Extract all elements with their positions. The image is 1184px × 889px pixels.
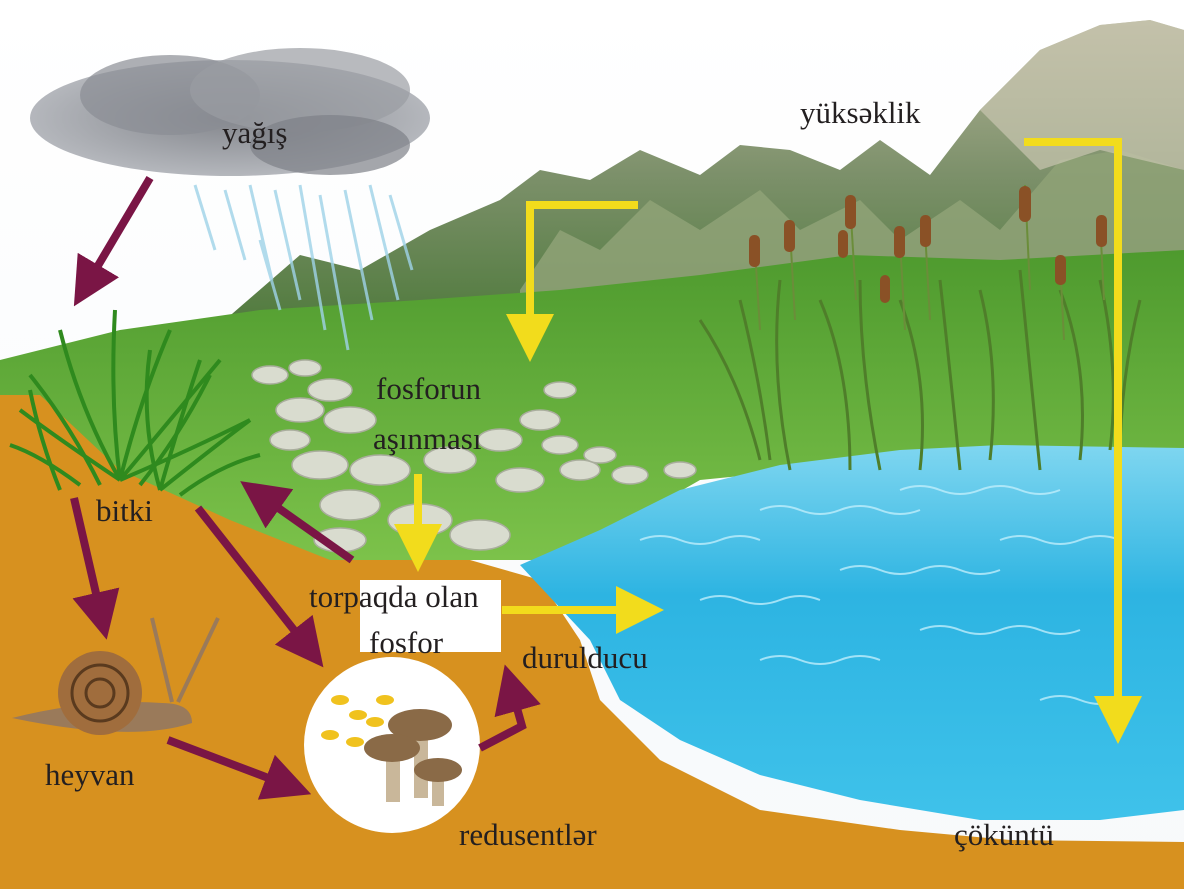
arrow-plant-to-animal	[70, 497, 120, 640]
physical-flow-arrows	[394, 138, 1142, 744]
label-sediment: çöküntü	[954, 817, 1054, 852]
arrow-soil-to-plant	[240, 481, 355, 564]
rain-cloud-icon	[30, 48, 430, 351]
label-leaching: durulducu	[522, 640, 648, 675]
arrow-plant-to-decomposers	[194, 505, 324, 668]
water	[520, 445, 1184, 820]
arrow-animal-to-decomposers	[166, 736, 312, 800]
snail-icon	[12, 617, 220, 735]
soil-phosphorus-box	[360, 580, 501, 652]
arrow-elevation-to-weathering	[506, 201, 638, 362]
label-animal: heyvan	[45, 757, 135, 792]
arrow-elevation-to-sediment	[1024, 138, 1142, 744]
arrow-rain-to-plant	[73, 175, 154, 307]
mushroom-icon	[304, 657, 480, 833]
arrow-decomposers-to-soil	[478, 664, 541, 752]
label-plant: bitki	[96, 493, 153, 528]
label-weathering-line1: fosforun	[376, 371, 482, 406]
label-weathering-line2: aşınması	[373, 421, 482, 456]
label-elevation: yüksəklik	[800, 95, 921, 130]
cattail-reeds-icon	[698, 184, 1142, 471]
label-decomposers: redusentlər	[459, 817, 597, 852]
label-soil-phosphorus-line2: fosfor	[369, 625, 444, 660]
label-rain: yağış	[222, 115, 288, 150]
meadow	[0, 250, 1184, 560]
water-ripples	[639, 485, 1121, 705]
label-soil-phosphorus-line1: torpaqda olan	[309, 579, 479, 614]
biological-flow-arrows	[70, 175, 541, 800]
grass-plant-icon	[9, 309, 261, 497]
